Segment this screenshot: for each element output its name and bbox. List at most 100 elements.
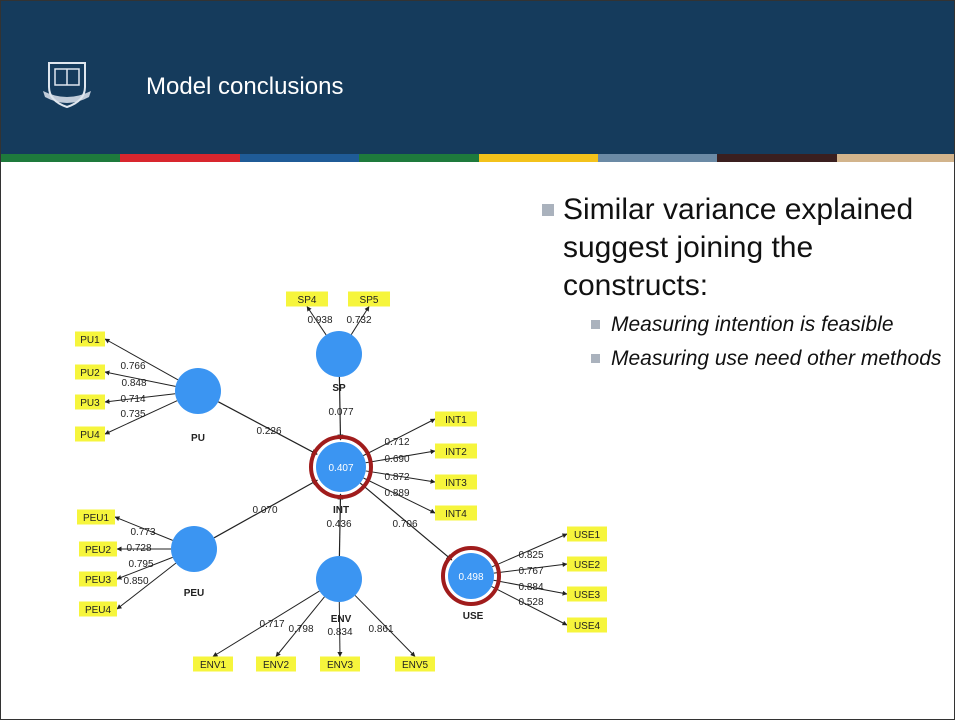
loading-arrow-env-3: [337, 601, 343, 657]
loading-arrow-use-2: [493, 562, 568, 574]
indicator-label-env-1: ENV1: [200, 660, 227, 671]
loading-arrow-int-2: [365, 449, 436, 464]
construct-label-peu: PEU: [184, 588, 205, 599]
loading-value-use-1: 0.825: [518, 550, 543, 561]
path-coefficient-int-use: 0.706: [392, 519, 417, 530]
loading-value-use-4: 0.528: [518, 597, 543, 608]
indicator-box-peu-3: [79, 571, 117, 587]
loading-value-pu-2: 0.848: [121, 378, 146, 389]
loading-arrow-use-4: [491, 586, 568, 626]
bullet-list: Similar variance explained suggest joini…: [541, 191, 951, 373]
stripe-segment: [836, 154, 954, 162]
indicator-label-pu-3: PU3: [80, 398, 100, 409]
loading-value-env-1: 0.717: [259, 619, 284, 630]
loading-arrow-int-4: [363, 477, 436, 514]
loading-arrow-pu-1: [104, 338, 179, 381]
slide-header: Model conclusions: [1, 1, 954, 154]
indicator-label-int-4: INT4: [445, 509, 467, 520]
path-arrow-pu-int: [218, 401, 318, 455]
loading-arrow-peu-3: [116, 556, 173, 580]
indicator-label-use-4: USE4: [574, 621, 601, 632]
stripe-segment: [478, 154, 598, 162]
stripe-segment: [359, 154, 479, 162]
bullet-sub-1: Measuring intention is feasible: [589, 311, 951, 339]
indicator-label-sp-2: SP5: [360, 295, 379, 306]
slide-title: Model conclusions: [146, 73, 344, 100]
loading-arrow-sp-1: [306, 306, 327, 336]
loading-value-pu-4: 0.735: [120, 409, 145, 420]
loading-value-int-2: 0.690: [384, 454, 409, 465]
construct-node-int: [316, 442, 366, 492]
indicator-label-int-3: INT3: [445, 478, 467, 489]
path-coefficient-peu-int: 0.070: [252, 505, 277, 516]
indicator-label-pu-1: PU1: [80, 335, 100, 346]
loading-arrow-env-4: [354, 595, 416, 657]
indicator-box-use-3: [567, 586, 607, 602]
indicator-box-pu-4: [75, 426, 105, 442]
indicator-box-int-3: [435, 474, 477, 490]
loading-arrow-env-1: [212, 590, 320, 657]
indicator-label-use-3: USE3: [574, 590, 601, 601]
indicator-label-int-2: INT2: [445, 447, 467, 458]
stripe-segment: [120, 154, 240, 162]
indicator-box-int-2: [435, 443, 477, 459]
loading-value-int-4: 0.889: [384, 488, 409, 499]
indicator-box-peu-2: [79, 541, 117, 557]
indicator-box-sp-2: [348, 291, 390, 307]
path-coefficient-pu-int: 0.226: [256, 426, 281, 437]
loading-value-env-3: 0.834: [327, 627, 352, 638]
construct-node-env: [316, 556, 362, 602]
path-coefficient-sp-int: 0.077: [328, 407, 353, 418]
loading-value-int-3: 0.872: [384, 472, 409, 483]
loading-arrow-pu-2: [104, 370, 176, 387]
loading-value-pu-3: 0.714: [120, 394, 145, 405]
loading-value-peu-2: 0.728: [126, 543, 151, 554]
indicator-label-pu-2: PU2: [80, 368, 100, 379]
loading-value-env-2: 0.798: [288, 624, 313, 635]
loading-value-sp-1: 0.938: [307, 315, 332, 326]
indicator-box-env-4: [395, 656, 435, 672]
construct-node-pu: [175, 368, 221, 414]
stripe-segment: [597, 154, 718, 162]
stripe-segment: [1, 154, 121, 162]
loading-value-peu-4: 0.850: [123, 576, 148, 587]
indicator-box-use-2: [567, 556, 607, 572]
indicator-label-pu-4: PU4: [80, 430, 100, 441]
loading-arrow-sp-2: [350, 306, 370, 335]
indicator-box-env-3: [320, 656, 360, 672]
university-crest-icon: [43, 62, 91, 109]
indicator-box-pu-1: [75, 331, 105, 347]
bullet-main: Similar variance explained suggest joini…: [541, 191, 951, 305]
r-squared-int: 0.407: [328, 463, 353, 474]
loading-value-peu-1: 0.773: [130, 527, 155, 538]
loading-arrow-int-1: [363, 418, 436, 457]
construct-node-sp: [316, 331, 362, 377]
indicator-box-use-4: [567, 617, 607, 633]
indicator-label-peu-4: PEU4: [85, 605, 112, 616]
construct-node-peu: [171, 526, 217, 572]
construct-node-use: [448, 553, 494, 599]
loading-value-peu-3: 0.795: [128, 559, 153, 570]
highlight-ring-use: [441, 546, 501, 606]
path-arrow-sp-int: [337, 376, 344, 441]
indicator-box-int-4: [435, 505, 477, 521]
r-squared-use: 0.498: [458, 572, 483, 583]
indicator-label-env-4: ENV5: [402, 660, 429, 671]
indicator-label-peu-1: PEU1: [83, 513, 110, 524]
indicator-box-peu-4: [79, 601, 117, 617]
loading-value-env-4: 0.861: [368, 624, 393, 635]
loading-arrow-use-1: [491, 533, 568, 568]
loading-arrow-pu-3: [104, 393, 176, 404]
indicator-label-peu-3: PEU3: [85, 575, 112, 586]
path-coefficient-env-int: 0.436: [326, 519, 351, 530]
bullet-sub-2: Measuring use need other methods: [589, 345, 951, 373]
path-arrow-peu-int: [213, 479, 318, 539]
construct-label-use: USE: [463, 611, 484, 622]
indicator-box-peu-1: [77, 509, 115, 525]
loading-value-use-2: 0.767: [518, 566, 543, 577]
construct-label-sp: SP: [332, 383, 346, 394]
indicator-box-env-2: [256, 656, 296, 672]
loading-arrow-use-3: [493, 579, 568, 596]
